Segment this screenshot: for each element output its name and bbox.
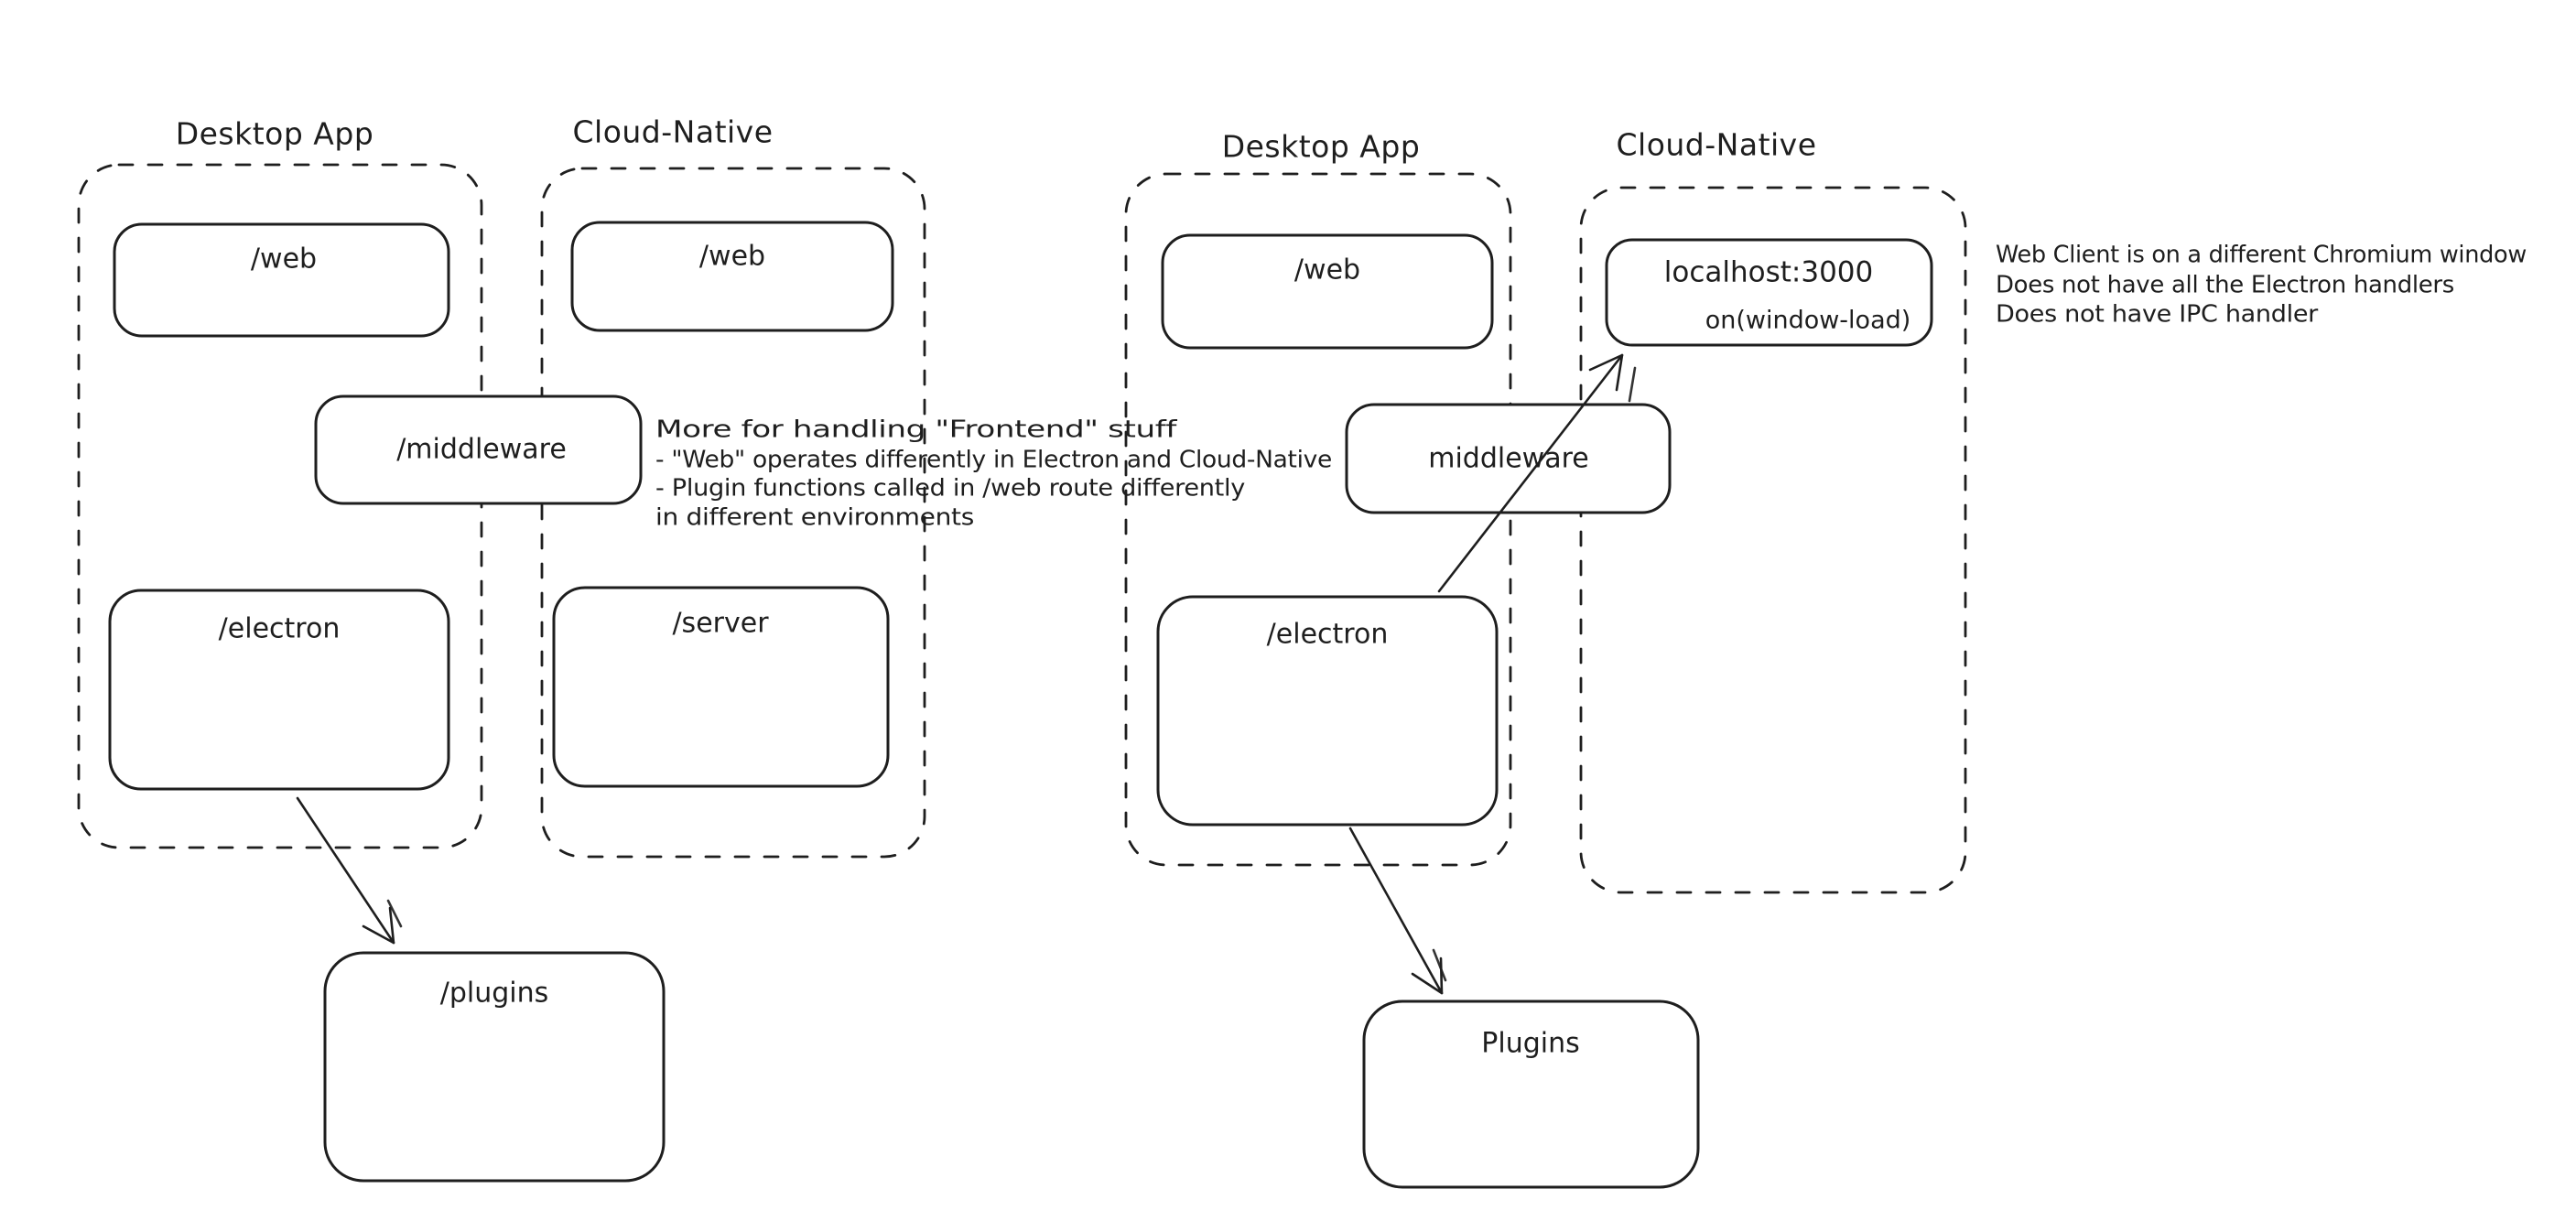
label-desktop-app-left: Desktop App	[176, 116, 374, 152]
note-line: Web Client is on a different Chromium wi…	[1996, 242, 2527, 269]
box-middleware-left	[314, 394, 643, 505]
note-line: More for handling "Frontend" stuff	[655, 416, 1177, 444]
box-label-on-window-load: on(window-load)	[1705, 307, 1911, 335]
box-server-left	[552, 586, 890, 788]
box-label-middleware-right: middleware	[1428, 443, 1589, 475]
arrow-head-sketch-plugins-right	[1432, 948, 1447, 982]
arrow-head-localhost	[1588, 353, 1624, 392]
box-plugins-right	[1362, 1000, 1700, 1189]
container-cloud-native-right	[1579, 186, 1967, 894]
note-line: Does not have all the Electron handlers	[1996, 272, 2454, 299]
container-desktop-app-right	[1124, 172, 1512, 867]
box-label-electron-right: /electron	[1267, 619, 1389, 651]
arrow-head-left	[362, 906, 395, 945]
box-localhost-3000	[1605, 238, 1933, 347]
box-label-web-desktop-left: /web	[251, 243, 317, 276]
arrow-electron-to-plugins-left	[296, 796, 395, 945]
label-cloud-native-right: Cloud-Native	[1616, 127, 1816, 163]
note-line: - "Web" operates differently in Electron…	[655, 447, 1332, 474]
box-electron-right	[1156, 595, 1499, 827]
box-label-localhost-3000: localhost:3000	[1664, 256, 1874, 289]
note-red-web-client: Web Client is on a different Chromium wi…	[1996, 242, 2527, 329]
box-electron-left	[108, 589, 450, 791]
container-cloud-native-left	[540, 167, 926, 859]
arrow-head-sketch-left	[386, 899, 403, 928]
box-label-middleware-left: /middleware	[396, 434, 567, 466]
box-label-server-left: /server	[672, 608, 769, 640]
arrow-electron-to-plugins-right	[1348, 827, 1444, 995]
note-line: - Plugin functions called in /web route …	[655, 475, 1245, 503]
container-desktop-app-left	[77, 163, 483, 849]
label-cloud-native-left: Cloud-Native	[572, 114, 773, 150]
box-label-web-cloud-left: /web	[699, 241, 765, 273]
box-label-electron-left: /electron	[219, 613, 341, 645]
label-desktop-app-right: Desktop App	[1222, 129, 1421, 165]
box-middleware-right	[1345, 403, 1672, 514]
box-web-cloud-left	[570, 221, 894, 332]
note-green-frontend: More for handling "Frontend" stuff - "We…	[655, 416, 1332, 532]
box-web-desktop-left	[113, 222, 450, 338]
box-label-web-desktop-right: /web	[1294, 254, 1360, 286]
box-label-plugins-left: /plugins	[440, 978, 549, 1010]
box-plugins-left	[323, 951, 666, 1183]
box-web-desktop-right	[1161, 233, 1494, 350]
arrow-electron-to-localhost-right	[1437, 353, 1624, 593]
arrow-head-sketch-localhost	[1628, 366, 1637, 403]
box-label-plugins-right: Plugins	[1481, 1028, 1579, 1060]
arrow-head-plugins-right	[1411, 956, 1444, 995]
note-line: in different environments	[655, 504, 974, 532]
note-line: Does not have IPC handler	[1996, 301, 2319, 329]
